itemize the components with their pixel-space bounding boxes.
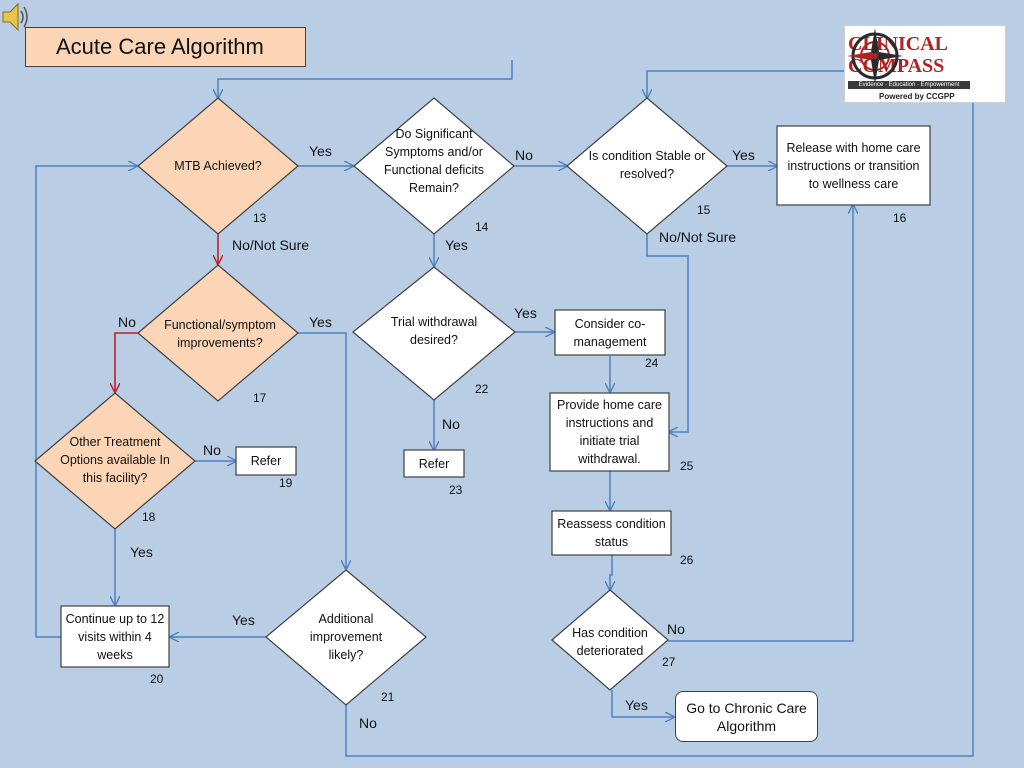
box-release-home-care [776,125,931,206]
consider-co-management-text: Consider co-management [573,317,647,349]
provide-home-care-text: Provide home care instructions and initi… [557,398,662,466]
step-number-21: 21 [381,690,395,704]
significant-symptoms-text: Do Significant Symptoms and/or Functiona… [383,127,485,195]
box-refer-19 [235,446,297,476]
edge-label-27-16: No [667,621,685,637]
condition-stable-text: Is condition Stable or resolved? [588,149,706,181]
box-reassess-condition [551,510,672,556]
step-number-24: 24 [645,356,659,370]
reassess-condition-text: Reassess condition status [557,517,666,549]
condition-deteriorated-text: Has condition deteriorated [572,626,648,658]
step-number-16: 16 [893,211,907,225]
edge-label-27-chronic: Yes [625,697,648,713]
edge-label-15-16: Yes [732,147,755,163]
box-consider-co-management [554,309,666,356]
edge-label-13-17: No/Not Sure [232,237,310,253]
step-number-15: 15 [697,203,711,217]
step-number-26: 26 [680,553,694,567]
edge-label-21-20: Yes [232,612,255,628]
compass-icon [847,28,903,84]
edge-17-21 [298,332,346,569]
edge-20-13-loop [35,166,137,638]
step-number-23: 23 [449,483,463,497]
edge-label-22-23: No [442,416,460,432]
other-treatment-options-text: Other Treatment Options available In thi… [60,435,170,485]
step-number-14: 14 [475,220,489,234]
edge-17-18 [115,332,138,392]
step-number-17: 17 [253,391,267,405]
decision-significant-symptoms [353,97,515,235]
box-provide-home-care [549,392,670,472]
step-number-18: 18 [142,510,156,524]
mtb-achieved-text: MTB Achieved? [174,159,262,173]
edge-label-14-15: No [515,147,533,163]
edge-label-18-19: No [203,442,221,458]
decision-additional-improvement [265,569,427,706]
box-continue-visits [60,605,170,668]
edge-26-27 [610,555,612,590]
step-number-25: 25 [680,459,694,473]
clinical-compass-logo[interactable]: CLINICAL COMPASS Evidence · Education · … [844,25,1006,103]
edge-label-15-25: No/Not Sure [659,229,737,245]
edge-21-exit [345,103,974,757]
decision-condition-deteriorated [551,589,669,691]
decision-functional-improvements [137,264,299,402]
step-number-27: 27 [662,655,676,669]
decision-trial-withdrawal [352,266,516,401]
additional-improvement-text: Additional improvement likely? [309,612,383,662]
edge-label-17-21: Yes [309,314,332,330]
refer-23-text: Refer [418,456,450,471]
box-refer-23 [403,449,465,478]
functional-improvements-text: Functional/symptom improvements? [164,318,276,350]
edge-logo-15 [647,70,844,98]
edge-27-chronic [611,690,674,717]
edge-entry-13 [218,60,513,98]
edge-label-21-exit: No [359,715,377,731]
edge-label-17-18: No [118,314,136,330]
logo-powered-by: Powered by CCGPP [879,92,955,101]
edge-label-13-14: Yes [309,143,332,159]
step-number-20: 20 [150,672,164,686]
step-number-22: 22 [475,382,489,396]
speaker-icon[interactable] [0,0,30,34]
trial-withdrawal-text: Trial withdrawal desired? [390,315,478,347]
edge-15-25 [646,234,689,432]
refer-19-text: Refer [250,454,282,468]
decision-other-treatment-options [34,392,196,530]
go-to-chronic-care-button[interactable]: Go to Chronic Care Algorithm [675,691,818,742]
release-home-care-text: Release with home care instructions or t… [786,140,921,191]
edge-label-18-20: Yes [130,544,153,560]
step-number-19: 19 [279,476,293,490]
edge-27-16 [668,205,853,642]
page-title: Acute Care Algorithm [25,27,306,67]
edge-label-14-22: Yes [445,237,468,253]
decision-mtb-achieved [137,97,299,235]
logo-tagline: Evidence · Education · Empowerment [848,81,970,89]
edge-label-22-24: Yes [514,305,537,321]
step-number-13: 13 [253,211,267,225]
decision-condition-stable [566,97,728,235]
continue-visits-text: Continue up to 12 visits within 4 weeks [65,611,165,662]
